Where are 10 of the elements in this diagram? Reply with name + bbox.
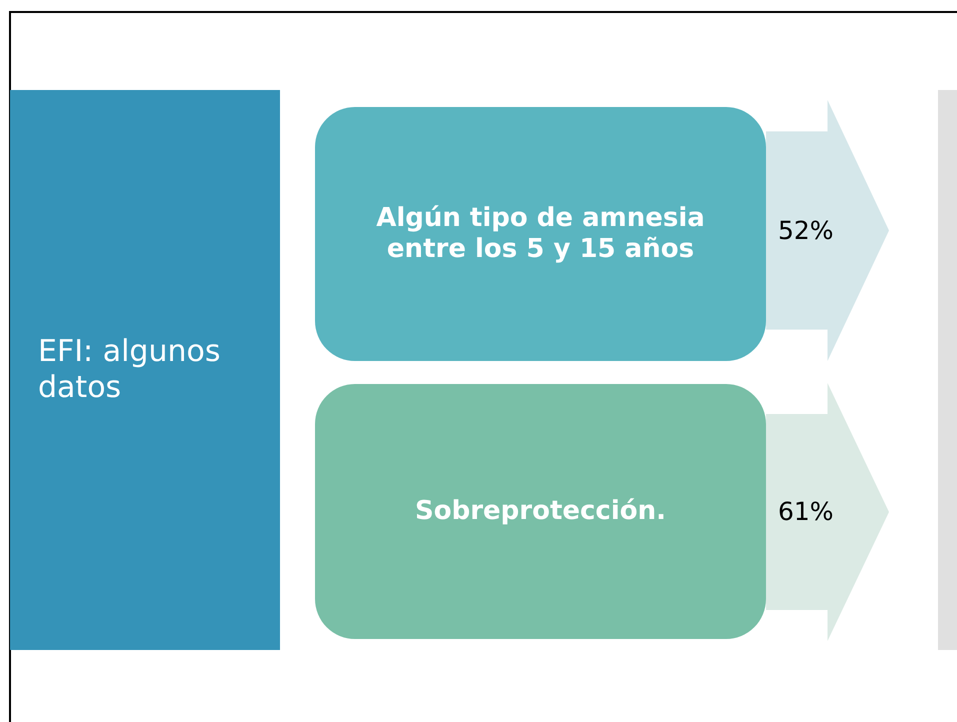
box-label: Sobreprotección. — [415, 496, 666, 528]
arrow-shape — [766, 383, 889, 641]
slide-title: EFI: algunos datos — [38, 334, 222, 406]
percentage-label: 61% — [778, 497, 834, 527]
title-band — [10, 90, 280, 650]
arrow-shape — [766, 100, 889, 361]
rounded-box — [315, 107, 766, 361]
box-label: Algún tipo de amnesia entre los 5 y 15 años — [375, 202, 706, 266]
rounded-box — [315, 384, 766, 639]
percentage-label: 52% — [778, 216, 834, 246]
